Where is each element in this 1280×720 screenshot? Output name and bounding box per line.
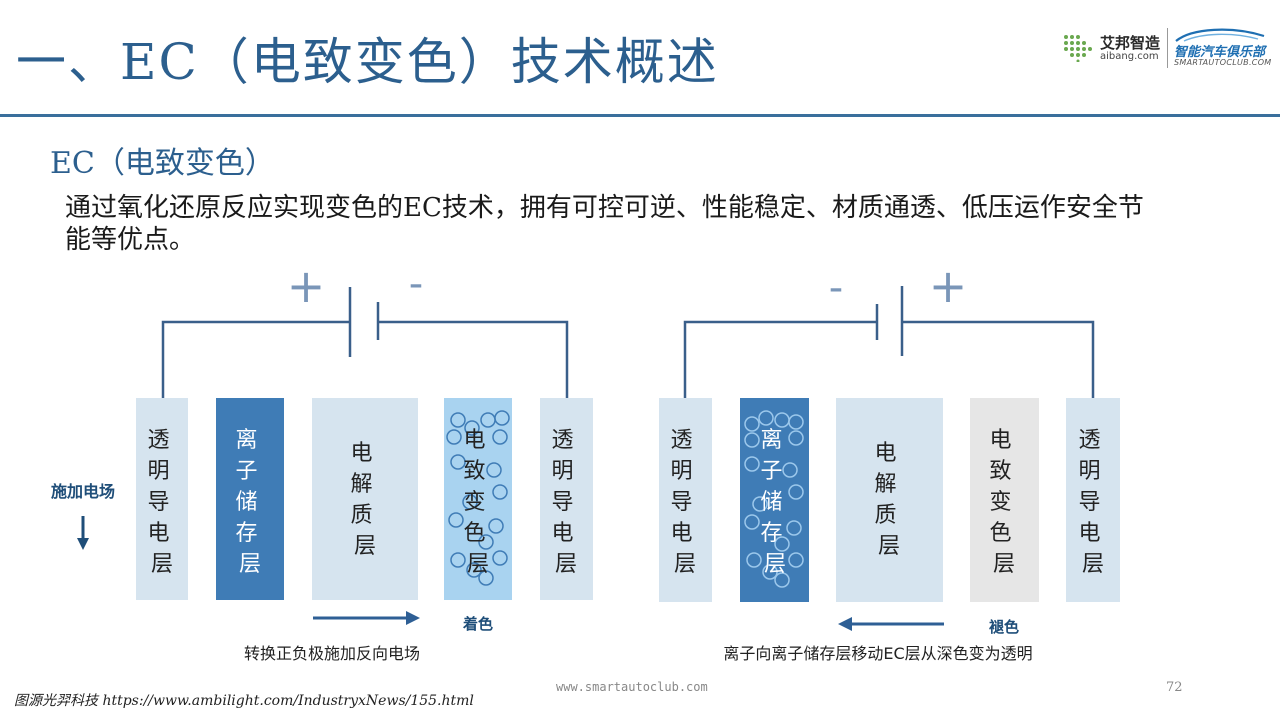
left-layer-2	[216, 398, 284, 600]
down-arrow-icon	[77, 516, 89, 550]
smartautoclub-logo: 智能汽车俱乐部 SMARTAUTOCLUB.COM	[1172, 26, 1272, 70]
left-layer-3-label: 电 解 质 层	[350, 441, 379, 559]
footer-url: www.smartautoclub.com	[556, 680, 708, 694]
title-divider	[0, 114, 1280, 117]
left-battery-negative: -	[409, 261, 423, 307]
right-layer-5	[1066, 398, 1120, 602]
right-layer-3	[836, 398, 943, 602]
image-source: 图源光羿科技 https://www.ambilight.com/Industr…	[14, 693, 474, 709]
left-layer-labels: 透 明 导 电 层 离 子 储 存 层 电 解 质 层 电 致 变 色 层 透	[147, 428, 580, 577]
aibang-dots-icon	[1064, 35, 1092, 62]
car-swoosh-icon	[1175, 28, 1265, 42]
right-process-label: 褪色	[988, 618, 1019, 636]
right-layer-1-label: 透 明 导 电 层	[670, 428, 699, 577]
right-battery-negative: -	[829, 265, 843, 311]
right-layer-2	[740, 398, 809, 602]
right-caption: 离子向离子储存层移动EC层从深色变为透明	[723, 644, 1032, 663]
right-circuit	[683, 286, 1095, 398]
section-description: 通过氧化还原反应实现变色的EC技术，拥有可控可逆、性能稳定、材质通透、低压运作安…	[65, 193, 1144, 255]
right-layers	[659, 398, 1120, 602]
left-layer-5	[540, 398, 593, 600]
left-process-label: 着色	[462, 615, 493, 633]
left-layer-1	[136, 398, 188, 600]
left-circuit	[161, 287, 569, 398]
right-ion-bubbles	[744, 410, 804, 588]
aibang-logo: 艾邦智造 aibang.com	[1062, 32, 1162, 66]
section-subtitle: EC（电致变色）	[50, 146, 275, 181]
right-battery-positive: +	[929, 259, 968, 313]
field-label: 施加电场	[51, 482, 115, 501]
left-layers	[136, 398, 593, 600]
right-layer-4-label: 电 致 变 色 层	[989, 428, 1018, 577]
smartauto-logo-cn: 智能汽车俱乐部	[1174, 45, 1266, 60]
left-arrow-icon	[838, 617, 944, 631]
right-layer-4	[970, 398, 1039, 602]
left-layer-5-label: 透 明 导 电 层	[551, 428, 580, 577]
left-layer-1-label: 透 明 导 电 层	[147, 428, 176, 577]
left-battery-positive: +	[287, 259, 326, 313]
right-layer-3-label: 电 解 质 层	[874, 441, 903, 559]
aibang-logo-en: aibang.com	[1100, 51, 1159, 62]
left-layer-4-label: 电 致 变 色 层	[463, 428, 492, 577]
left-layer-2-label: 离 子 储 存 层	[235, 428, 264, 577]
right-layer-5-label: 透 明 导 电 层	[1078, 428, 1107, 577]
left-layer-3	[312, 398, 418, 600]
left-ion-bubbles	[446, 410, 510, 586]
right-layer-2-label: 离 子 储 存 层	[760, 428, 789, 577]
right-arrow-icon	[313, 611, 420, 625]
page-title: 一、EC（电致变色）技术概述	[16, 33, 719, 91]
smartauto-logo-en: SMARTAUTOCLUB.COM	[1174, 58, 1272, 67]
right-layer-1	[659, 398, 712, 602]
left-caption: 转换正负极施加反向电场	[244, 644, 420, 663]
right-layer-labels: 透 明 导 电 层 离 子 储 存 层 电 解 质 层 电 致 变 色 层 透	[670, 428, 1107, 577]
page-number: 72	[1166, 680, 1183, 695]
aibang-logo-cn: 艾邦智造	[1100, 34, 1161, 52]
logo-divider	[1167, 28, 1168, 68]
